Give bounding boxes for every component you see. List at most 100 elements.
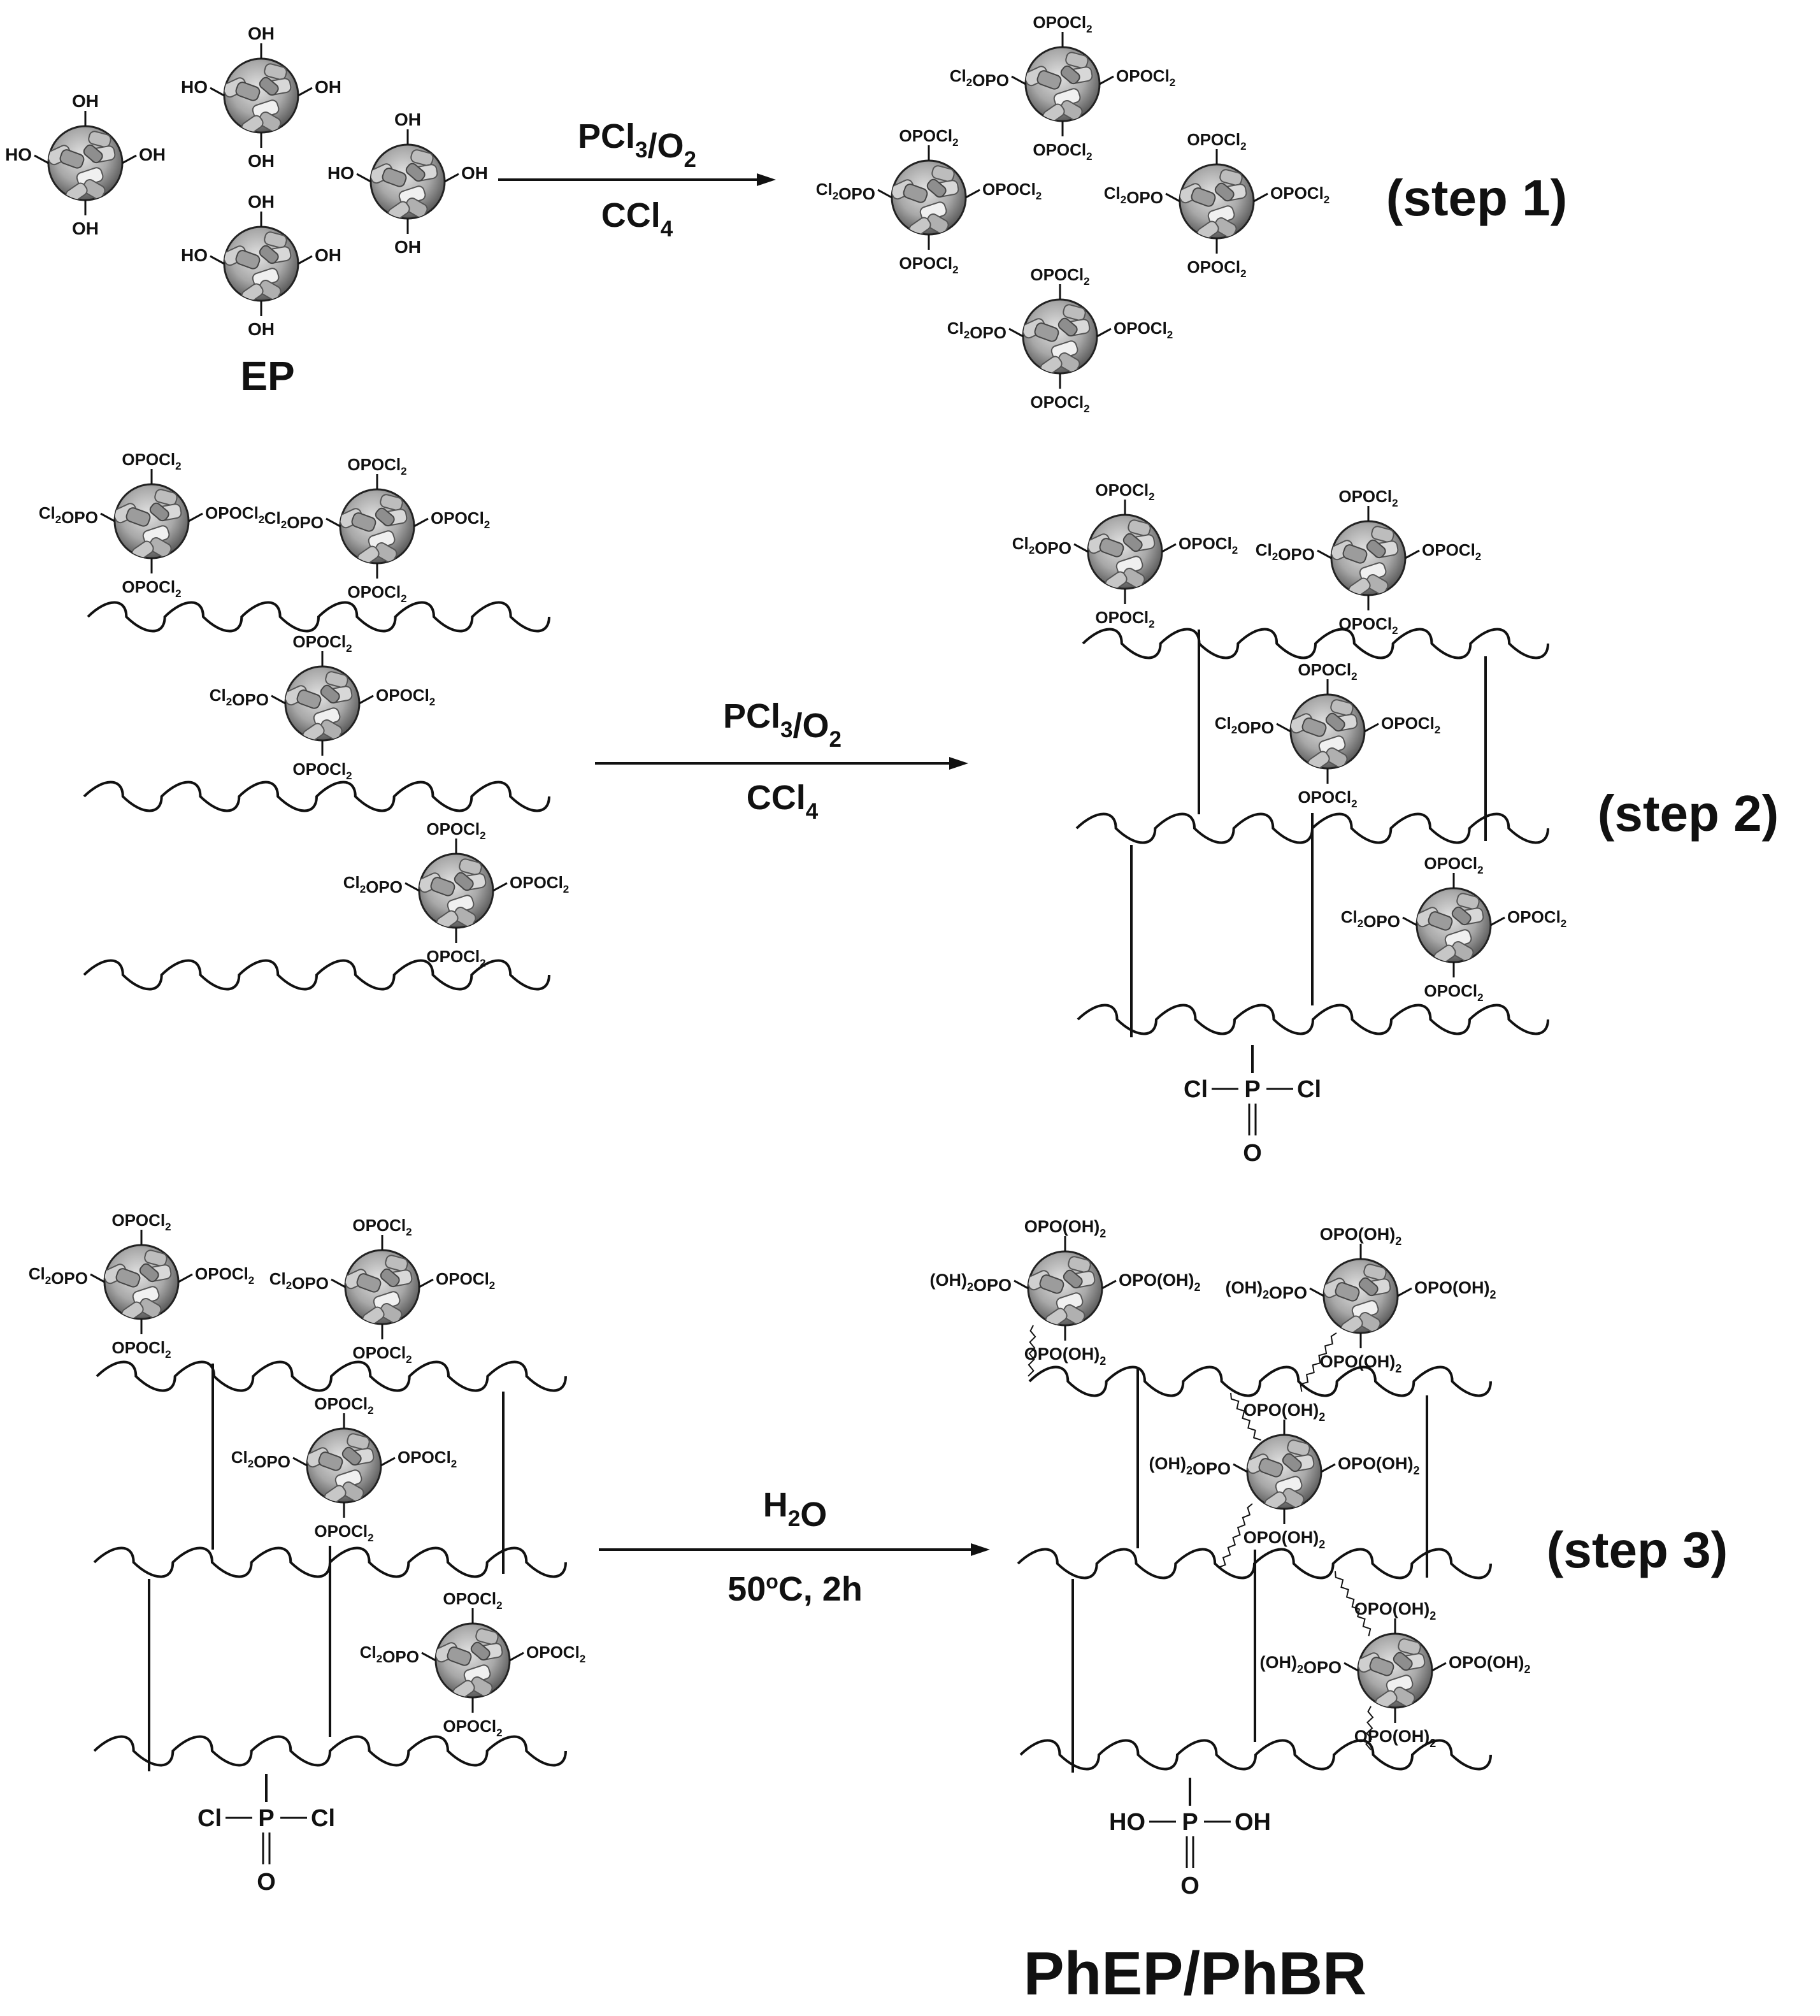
substituent-right: OH (315, 245, 341, 265)
s3r-bond-5 (1335, 1571, 1372, 1637)
substituent-right: OPOCl2 (205, 503, 264, 526)
substituent-top: OH (248, 24, 275, 43)
s3l-particle-3 (292, 1412, 396, 1519)
substituent-left: (OH)2OPO (1225, 1278, 1307, 1302)
substituent-left: HO (327, 163, 354, 183)
substituent-bottom: OPO(OH)2 (1320, 1352, 1402, 1375)
substituent-bottom: OH (248, 319, 275, 339)
substituent-top: OPOCl2 (1424, 854, 1483, 876)
substituent-bottom: OPOCl2 (1298, 788, 1357, 810)
s3r-particle-2 (1308, 1242, 1413, 1350)
substituent-right: OPOCl2 (376, 686, 435, 708)
particle-core (889, 161, 966, 238)
s2r-particle-2 (1316, 505, 1421, 612)
s2l-chain-2 (83, 781, 550, 812)
substituent-bottom: OPOCl2 (426, 947, 485, 969)
s3l-chain-1 (96, 1360, 567, 1392)
s2r-particle-1 (1073, 498, 1177, 605)
substituent-left: HO (5, 145, 32, 164)
particle-core (417, 854, 493, 932)
substituent-right: OH (139, 145, 166, 164)
substituent-bottom: OPOCl2 (292, 760, 352, 782)
s2l-particle-1 (99, 468, 204, 575)
substituent-right: OPOCl2 (1179, 534, 1238, 556)
step1-reagent-top: PCl3/O2 (578, 117, 696, 172)
substituent-bottom: OPOCl2 (352, 1343, 412, 1365)
substituent-left: Cl2OPO (1215, 714, 1274, 737)
substituent-left: Cl2OPO (264, 508, 324, 532)
particle-core (102, 1245, 178, 1323)
substituent-bottom: OPOCl2 (899, 254, 958, 276)
s2l-particle-3 (270, 650, 375, 757)
substituent-top: OPOCl2 (122, 450, 181, 472)
s3r-pendant-left: HO (1109, 1809, 1145, 1836)
substituent-left: Cl2OPO (210, 686, 269, 709)
cl-particle-2 (877, 144, 981, 251)
step2-reagent-top: PCl3/O2 (723, 697, 842, 752)
substituent-right: OPOCl2 (1270, 184, 1329, 206)
final-product-label: PhEP/PhBR (1024, 1940, 1367, 2008)
substituent-top: OPOCl2 (1095, 480, 1154, 503)
particle-core (1414, 888, 1491, 966)
particle-core (1023, 47, 1100, 125)
substituent-right: OPOCl2 (1116, 66, 1175, 89)
particle-core (338, 489, 414, 567)
substituent-top: OPOCl2 (352, 1216, 412, 1238)
s2r-chain-3 (1077, 1004, 1549, 1035)
substituent-right: OPOCl2 (510, 873, 569, 895)
substituent-left: (OH)2OPO (929, 1271, 1012, 1295)
substituent-left: Cl2OPO (947, 319, 1007, 342)
substituent-right: OPOCl2 (982, 180, 1042, 202)
particle-core (1086, 515, 1162, 593)
substituent-bottom: OH (394, 237, 421, 257)
substituent-top: OPOCl2 (314, 1394, 373, 1416)
particle-core (368, 145, 445, 222)
particle-core (1177, 164, 1254, 242)
particle-core (112, 484, 189, 562)
s3r-pendant-o: O (1180, 1873, 1200, 1899)
substituent-right: OPOCl2 (526, 1643, 585, 1665)
ep-particle-4 (355, 128, 460, 235)
s2l-chain-1 (87, 601, 550, 633)
substituent-top: OPOCl2 (899, 126, 958, 148)
particle-core (1026, 1251, 1102, 1329)
substituent-top: OPOCl2 (1298, 660, 1357, 682)
substituent-left: Cl2OPO (29, 1264, 88, 1288)
ep-label: EP (240, 353, 294, 399)
substituent-top: OPOCl2 (426, 819, 485, 842)
s3r-chain-3 (1019, 1739, 1492, 1771)
s3r-particle-4 (1343, 1617, 1447, 1724)
s3r-chain-1 (1028, 1365, 1492, 1397)
s2r-pendant-o: O (1243, 1140, 1262, 1167)
substituent-left: Cl2OPO (1256, 540, 1315, 564)
step1-label: (step 1) (1386, 169, 1568, 226)
particle-core (305, 1429, 381, 1506)
ep-particle-2 (209, 42, 313, 149)
substituent-top: OPO(OH)2 (1024, 1217, 1107, 1240)
substituent-top: OH (394, 110, 421, 129)
particle-core (222, 59, 298, 136)
substituent-bottom: OPOCl2 (1095, 608, 1154, 630)
s3r-bond-6 (1365, 1706, 1374, 1750)
substituent-right: OPO(OH)2 (1119, 1271, 1201, 1293)
particle-core (222, 227, 298, 305)
substituent-left: HO (181, 245, 208, 265)
particle-core (1021, 299, 1097, 377)
substituent-left: Cl2OPO (816, 180, 875, 203)
step3-reagent-bottom: 50oC, 2h (727, 1570, 863, 1608)
ep-particle-1 (33, 110, 138, 217)
s3r-particle-1 (1013, 1235, 1117, 1342)
s3r-particle-3 (1232, 1418, 1336, 1525)
substituent-left: Cl2OPO (950, 66, 1009, 90)
substituent-left: (OH)2OPO (1259, 1653, 1342, 1677)
substituent-bottom: OPOCl2 (347, 582, 406, 605)
substituent-top: OPO(OH)2 (1320, 1225, 1402, 1248)
substituent-left: (OH)2OPO (1149, 1454, 1231, 1478)
particle-core (46, 126, 122, 204)
particle-core (283, 666, 359, 744)
s2r-particle-4 (1401, 872, 1506, 979)
step2-arrow-head (949, 757, 968, 770)
substituent-right: OPO(OH)2 (1414, 1278, 1496, 1301)
substituent-top: OPOCl2 (111, 1211, 171, 1233)
